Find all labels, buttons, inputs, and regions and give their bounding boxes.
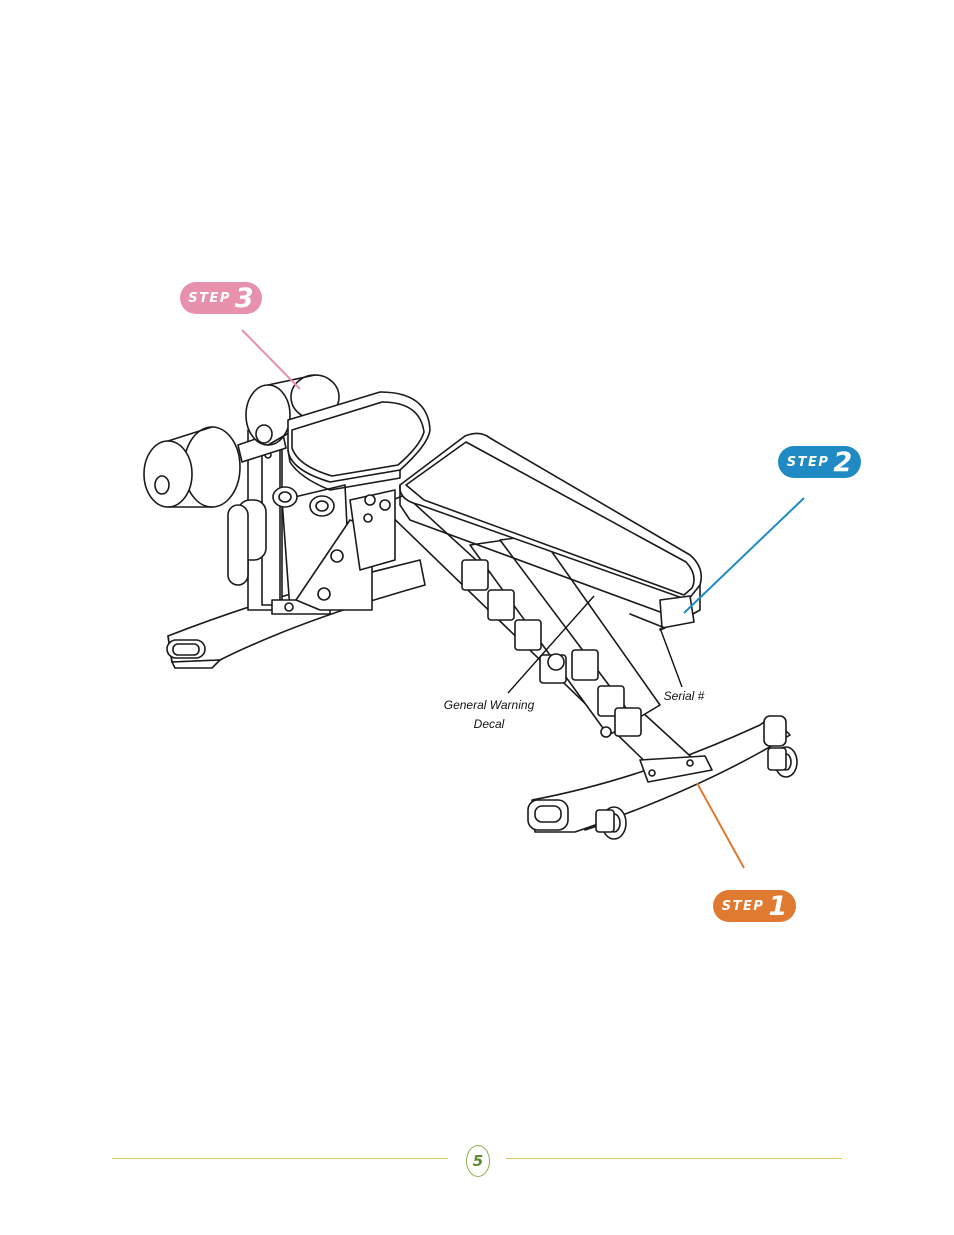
step-1-badge: STEP 1 [713,890,796,922]
step-1-number: 1 [768,893,787,920]
step-1-word: STEP [722,899,765,914]
step3-leader-line [242,330,300,389]
step1-leader-line [697,783,744,868]
footer-rule-left [112,1158,448,1159]
step-2-badge: STEP 2 [778,446,861,478]
step-3-word: STEP [188,291,231,306]
wheel-left [596,807,626,839]
footer-rule-right [506,1158,842,1159]
warning-decal-label: General Warning Decal [432,696,546,734]
step-2-word: STEP [787,455,830,470]
warning-decal-label-line2: Decal [432,715,546,734]
step-3-number: 3 [235,285,254,312]
warning-decal-label-line1: General Warning [432,696,546,715]
serial-number-label: Serial # [654,687,714,706]
wheel-right [764,716,797,777]
page-number: 5 [466,1145,490,1177]
serial-leader-line [660,628,682,687]
step-3-badge: STEP 3 [180,282,262,314]
step-2-number: 2 [833,449,852,476]
serial-number-text: Serial # [654,687,714,706]
step2-leader-line [684,498,804,613]
